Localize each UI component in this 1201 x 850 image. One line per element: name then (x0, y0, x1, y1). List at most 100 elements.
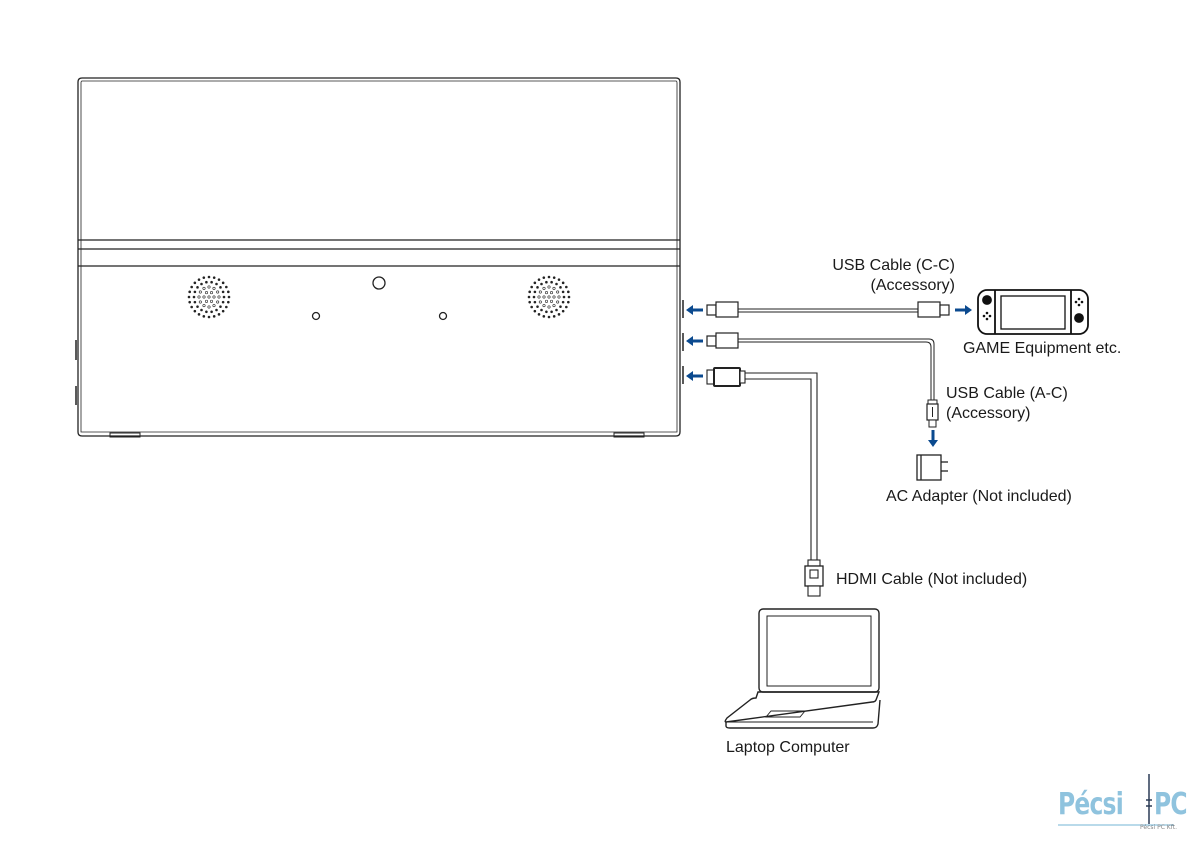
speaker-hole (212, 295, 216, 299)
speaker-hole (528, 290, 531, 294)
speaker-hole (556, 300, 560, 304)
speaker-hole (544, 291, 548, 295)
speaker-hole (537, 313, 541, 316)
speaker-hole (219, 286, 222, 289)
speaker-hole (198, 290, 202, 294)
speaker-hole (537, 295, 541, 299)
arrow-left-icon (686, 371, 703, 381)
speaker-hole (547, 305, 551, 309)
speaker-hole (210, 291, 214, 295)
arrow-right-icon (955, 305, 972, 315)
speaker-hole (210, 310, 213, 314)
speaker-hole (202, 286, 206, 290)
speaker-hole (215, 282, 218, 286)
speaker-hole (221, 290, 225, 294)
logo-subtitle: Pécsi PC Kft. (1140, 824, 1178, 831)
speaker-hole (567, 295, 571, 299)
speaker-hole (567, 300, 570, 304)
speaker-hole (193, 281, 197, 285)
speaker-hole (207, 295, 211, 299)
speaker-hole (227, 300, 230, 304)
speaker-hole (536, 305, 539, 308)
speaker-hole (187, 295, 191, 299)
logo-brand-right: PC (1154, 787, 1188, 822)
speaker-hole (552, 315, 556, 318)
speaker-hole (215, 308, 218, 312)
usb-c-c-cable-note: (Accessory) (870, 277, 955, 294)
speaker-hole (540, 282, 543, 286)
speaker-hole (202, 295, 206, 299)
hdmi-cable-label: HDMI Cable (Not included) (836, 571, 1028, 588)
speaker-hole (527, 295, 531, 299)
arrow-down-icon (928, 430, 938, 447)
speaker-hole (556, 290, 560, 294)
usb-a-c-cable (706, 332, 939, 428)
speaker-hole (222, 295, 226, 299)
speaker-hole (221, 300, 225, 304)
speaker-hole (193, 290, 197, 294)
speaker-hole (221, 281, 225, 285)
speaker-hole (536, 286, 539, 289)
speaker-hole (538, 290, 542, 294)
speaker-hole (193, 309, 197, 313)
pecsi-pc-logo: Pécsi PC Pécsi PC Kft. (1056, 772, 1188, 832)
speaker-hole (207, 285, 211, 289)
game-console-icon (977, 289, 1089, 335)
speaker-hole (207, 315, 211, 319)
speaker-hole (561, 309, 565, 313)
speaker-hole (207, 275, 211, 279)
speaker-hole (550, 310, 553, 314)
speaker-hole (212, 315, 216, 318)
speaker-hole (197, 278, 201, 281)
speaker-hole (200, 282, 203, 286)
speaker-hole (567, 290, 570, 294)
speaker-hole (210, 280, 213, 284)
speaker-hole (540, 308, 543, 312)
speaker-grille-left (187, 275, 231, 319)
speaker-hole (227, 295, 231, 299)
speaker-hole (538, 300, 542, 304)
speaker-hole (559, 286, 562, 289)
speaker-hole (196, 286, 199, 289)
speaker-hole (542, 315, 546, 318)
speaker-hole (205, 310, 208, 314)
speaker-hole (202, 315, 206, 318)
logo-tower-icon (1058, 774, 1174, 826)
speaker-hole (205, 299, 209, 303)
speaker-hole (547, 295, 551, 299)
speaker-hole (197, 313, 201, 316)
speaker-hole (188, 290, 191, 294)
speaker-hole (559, 305, 562, 308)
speaker-hole (225, 285, 228, 289)
logo-brand-left: Pécsi (1058, 787, 1124, 822)
speaker-hole (549, 299, 553, 303)
speaker-hole (561, 290, 565, 294)
speaker-hole (533, 281, 537, 285)
speaker-hole (205, 291, 209, 295)
laptop-icon (724, 608, 881, 729)
speaker-hole (537, 278, 541, 281)
usb-a-c-cable-title: USB Cable (A-C) (946, 385, 1068, 402)
speaker-hole (212, 276, 216, 279)
speaker-hole (547, 275, 551, 279)
speaker-hole (550, 280, 553, 284)
speaker-grille-right (527, 275, 571, 319)
speaker-hole (561, 300, 565, 304)
usb-a-c-cable-label: USB Cable (A-C) (Accessory) (946, 384, 1068, 424)
speaker-hole (552, 304, 556, 308)
speaker-hole (533, 309, 537, 313)
speaker-hole (202, 304, 206, 308)
game-equipment-label: GAME Equipment etc. (963, 340, 1122, 357)
speaker-hole (542, 286, 546, 290)
speaker-hole (565, 305, 568, 309)
speaker-hole (202, 276, 206, 279)
speaker-hole (193, 300, 197, 304)
speaker-hole (221, 309, 225, 313)
speaker-hole (545, 310, 548, 314)
speaker-hole (192, 295, 196, 299)
usb-c-c-cable-title: USB Cable (C-C) (832, 257, 955, 274)
speaker-hole (216, 300, 220, 304)
arrow-left-icon (686, 336, 703, 346)
speaker-hole (557, 313, 561, 316)
speaker-hole (198, 300, 202, 304)
